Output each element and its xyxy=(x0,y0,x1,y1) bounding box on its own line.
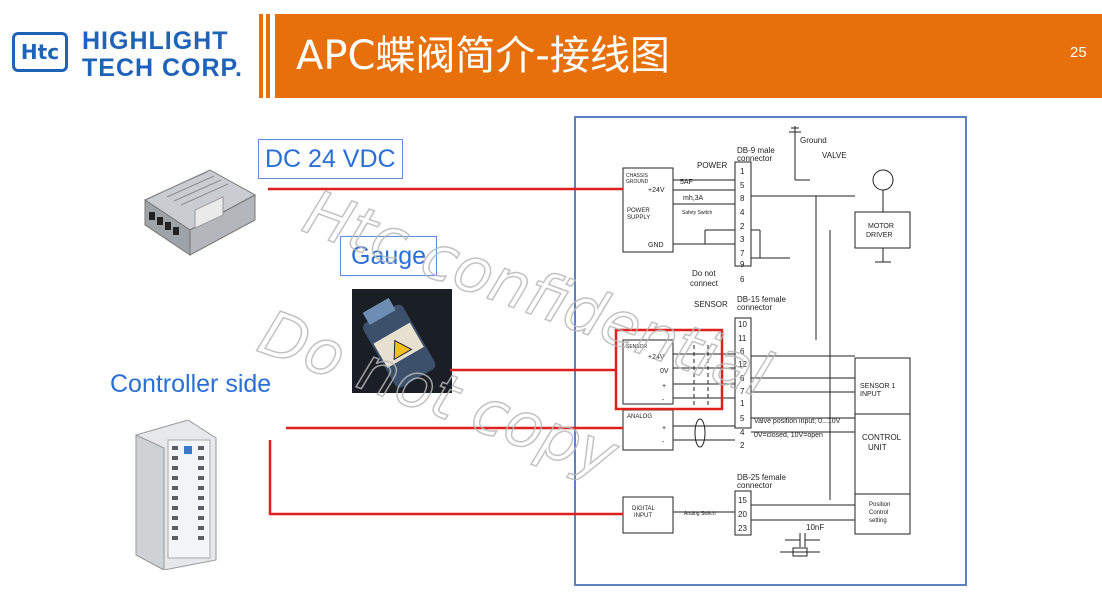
pin-label: 12 xyxy=(738,360,747,369)
do-not-connect-line1: Do not xyxy=(692,269,716,278)
pin-label: 15 xyxy=(738,496,747,505)
db25-line1: DB-25 female xyxy=(737,473,786,482)
power-supply-line1: POWER xyxy=(627,208,650,214)
zero-v-text: 0V xyxy=(660,368,669,375)
sensor1-line2: INPUT xyxy=(860,391,882,398)
header-separator xyxy=(266,14,270,98)
controller-side-label: Controller side xyxy=(110,370,272,398)
db15-line2: connector xyxy=(737,303,772,312)
plus24v-text: +24V xyxy=(648,187,665,194)
controller-digital-wire xyxy=(268,440,623,516)
valve-text: VALVE xyxy=(822,151,847,160)
pin-label: 10 xyxy=(738,320,747,329)
logo-mark: Htc xyxy=(12,32,68,72)
pin-label: 3 xyxy=(740,235,745,244)
gauge-label: Gauge xyxy=(340,236,438,276)
title-bar xyxy=(275,14,1102,98)
mh-text: mh,3A xyxy=(683,195,704,202)
v-closed-text: 0V=closed, 10V=open xyxy=(754,432,823,439)
page-number: 25 xyxy=(1070,44,1087,61)
control-unit-line1: CONTROL xyxy=(862,433,902,442)
sensor-plus24v-text: +24V xyxy=(648,354,665,361)
pin-label: 6 xyxy=(740,374,745,383)
db25-line2: connector xyxy=(737,481,772,490)
digital-input-line2: INPUT xyxy=(634,513,652,519)
pin-label: 11 xyxy=(738,334,747,343)
analog-minus-text: - xyxy=(662,439,665,446)
pin-label: 8 xyxy=(740,194,745,203)
pin-label: 23 xyxy=(738,524,747,533)
pin-label: 20 xyxy=(738,510,747,519)
pin-label: 1 xyxy=(740,399,745,408)
position-line2: Control xyxy=(869,510,888,516)
controller-module-image xyxy=(135,420,217,570)
power-supply-image xyxy=(143,169,257,256)
pin-label: 4 xyxy=(740,208,745,217)
db9-line1: DB-9 male xyxy=(737,146,775,155)
pin-label: 5 xyxy=(740,414,745,423)
valve-position-text: Valve position input; 0...10V xyxy=(754,418,841,425)
sensor1-line1: SENSOR 1 xyxy=(860,383,896,390)
position-line1: Position xyxy=(869,502,890,508)
page-title: APC蝶阀简介-接线图 xyxy=(296,33,670,79)
chassis-line2: GROUND xyxy=(626,179,649,185)
pin-label: 5 xyxy=(740,181,745,190)
plus-text: + xyxy=(662,383,666,390)
safety-switch-text: Safety Switch xyxy=(682,210,713,216)
power-text: POWER xyxy=(697,161,727,170)
fuse-text: 5AF xyxy=(680,179,693,186)
ground-text: Ground xyxy=(800,136,827,145)
analog-text: ANALOG xyxy=(627,414,652,420)
motor-driver-line2: DRIVER xyxy=(866,232,892,239)
pin-label: 6 xyxy=(740,275,745,284)
digital-input-line1: DIGITAL xyxy=(632,506,656,512)
chassis-line1: CHASSIS xyxy=(626,173,649,179)
pin-label: 4 xyxy=(740,428,745,437)
pin-label: 1 xyxy=(740,167,745,176)
gnd-text: GND xyxy=(648,242,664,249)
pin-label: 6 xyxy=(740,347,745,356)
cap-text: 10nF xyxy=(806,523,824,532)
db9-line2: connector xyxy=(737,154,772,163)
gauge-image xyxy=(352,289,452,393)
pin-label: 2 xyxy=(740,441,745,450)
power-supply-line2: SUPPLY xyxy=(627,215,650,221)
motor-driver-line1: MOTOR xyxy=(868,223,894,230)
wiring-diagram-frame xyxy=(574,116,967,586)
pin-label: 7 xyxy=(740,387,745,396)
control-unit-line2: UNIT xyxy=(868,443,887,452)
header-separator xyxy=(259,14,263,98)
do-not-connect-line2: connect xyxy=(690,279,719,288)
pin-label: 7 xyxy=(740,249,745,258)
analog-switch-text: Analog Switch xyxy=(684,511,716,517)
sensor-block-text: SENSOR xyxy=(626,344,648,350)
position-line3: setting xyxy=(869,518,887,524)
db15-line1: DB-15 female xyxy=(737,295,786,304)
sensor-text: SENSOR xyxy=(694,300,728,309)
pin-label: 2 xyxy=(740,222,745,231)
sensor-highlight-box xyxy=(614,328,724,411)
analog-plus-text: + xyxy=(662,425,666,432)
minus-text: - xyxy=(662,397,665,404)
pin-label: 9 xyxy=(740,260,745,269)
logo-company-line1: HIGHLIGHT xyxy=(82,27,229,55)
logo-company-line2: TECH CORP. xyxy=(82,54,243,82)
dc-power-label: DC 24 VDC xyxy=(258,139,403,179)
